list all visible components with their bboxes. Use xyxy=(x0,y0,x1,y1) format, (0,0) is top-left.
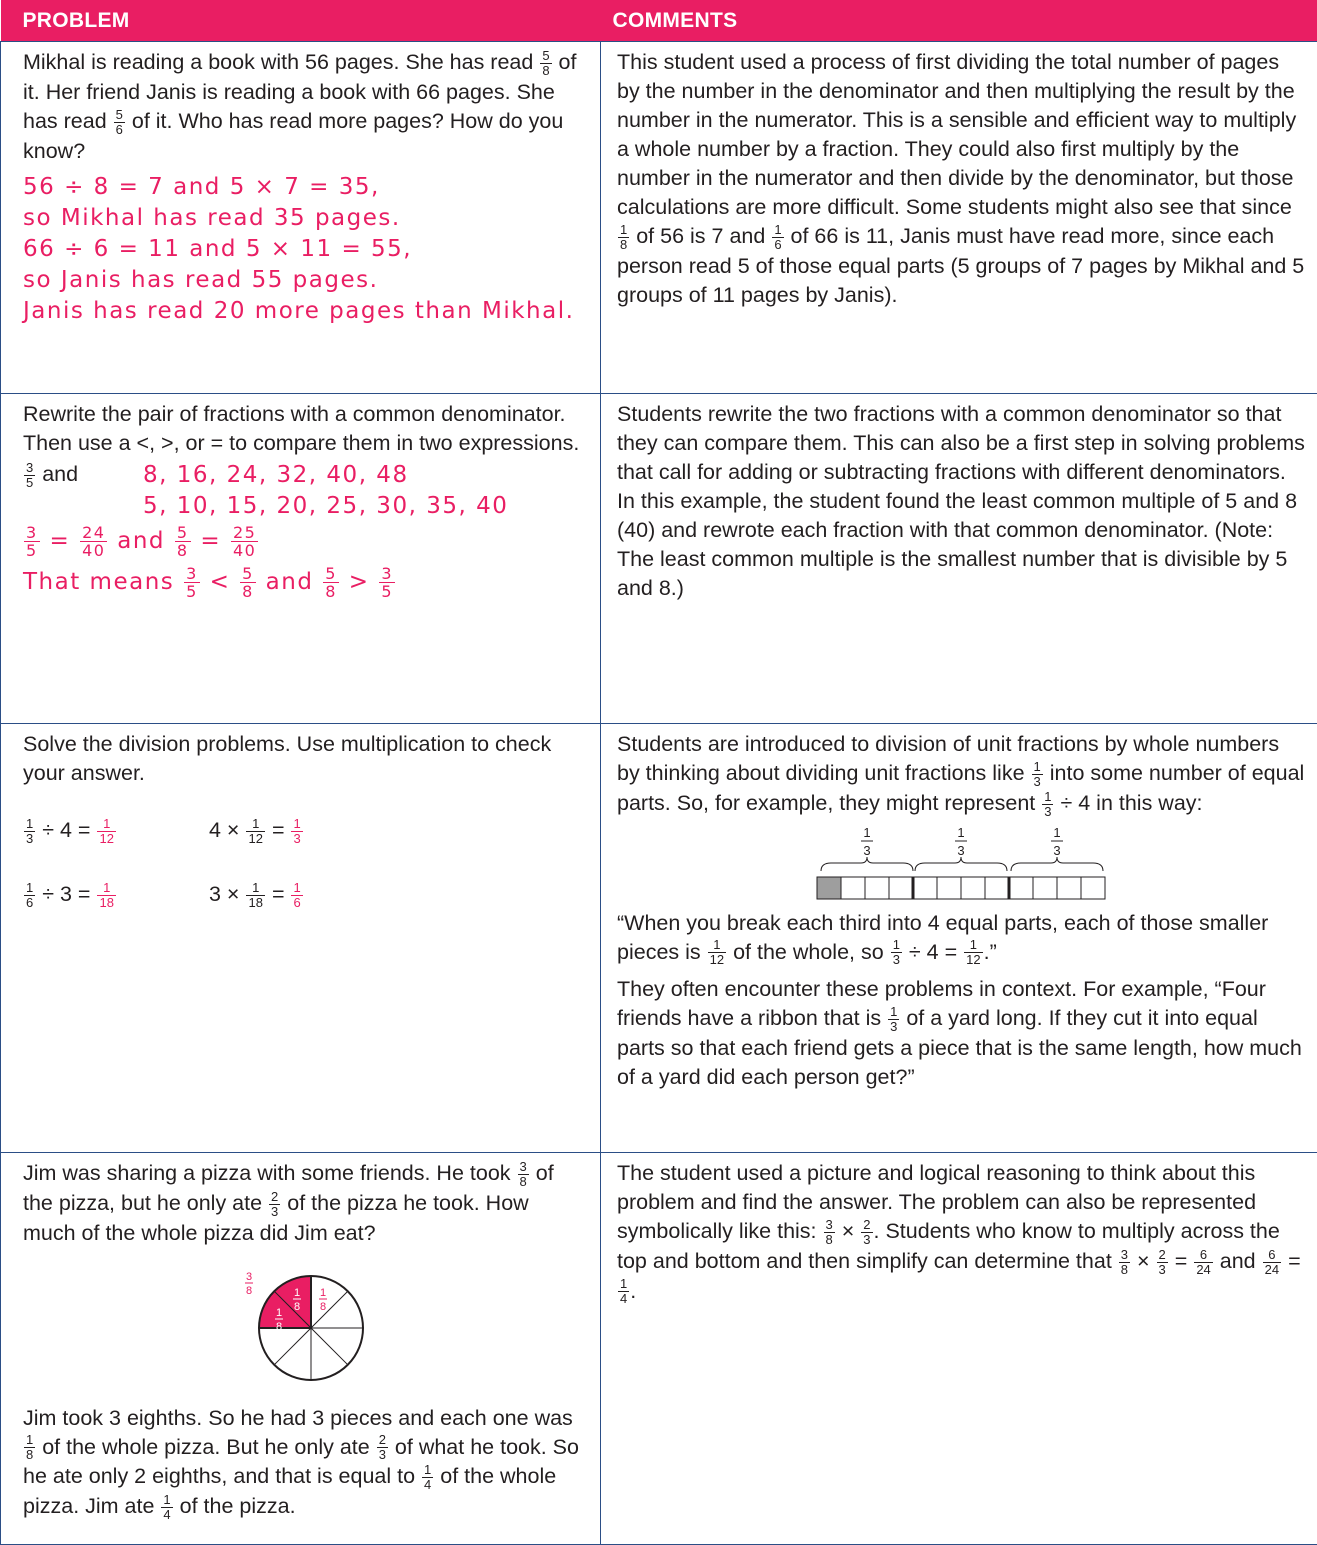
pizza-slice-taken xyxy=(311,1276,348,1328)
slice-label: 8 xyxy=(276,1321,282,1333)
bar-cell xyxy=(961,877,985,899)
student-work: 56 ÷ 8 = 7 and 5 × 7 = 35, so Mikhal has… xyxy=(23,172,586,327)
problem-text: Jim was sharing a pizza with some friend… xyxy=(23,1159,586,1248)
brace-2 xyxy=(915,857,1007,871)
third-label: 3 xyxy=(863,843,870,858)
bar-cell xyxy=(937,877,961,899)
table-row: Mikhal is reading a book with 56 pages. … xyxy=(1,42,1317,394)
bar-cell xyxy=(1057,877,1081,899)
problem-text: Rewrite the pair of fractions with a com… xyxy=(23,400,586,458)
problem-text: Solve the division problems. Use multipl… xyxy=(23,730,586,788)
problem-cell-2: Rewrite the pair of fractions with a com… xyxy=(1,394,601,724)
brace-3 xyxy=(1011,857,1103,871)
problem-cell-1: Mikhal is reading a book with 56 pages. … xyxy=(1,42,601,394)
comment-cell-1: This student used a process of first div… xyxy=(601,42,1317,394)
bar-cell xyxy=(841,877,865,899)
slice-label: 1 xyxy=(320,1287,326,1299)
student-answer: Jim took 3 eighths. So he had 3 pieces a… xyxy=(23,1404,586,1522)
slice-label: 1 xyxy=(294,1287,300,1299)
third-label: 1 xyxy=(957,825,964,840)
header-problem: PROBLEM xyxy=(1,0,601,42)
shaded-twelfth xyxy=(817,877,841,899)
slice-label: 8 xyxy=(320,1301,326,1313)
comment-cell-4: The student used a picture and logical r… xyxy=(601,1153,1317,1545)
problem-cell-4: Jim was sharing a pizza with some friend… xyxy=(1,1153,601,1545)
header-comments: COMMENTS xyxy=(601,0,1317,42)
table-row: Rewrite the pair of fractions with a com… xyxy=(1,394,1317,724)
taken-label: 8 xyxy=(246,1285,252,1297)
problem-text: Mikhal is reading a book with 56 pages. … xyxy=(23,48,586,166)
bar-cell xyxy=(865,877,889,899)
taken-label: 3 xyxy=(246,1271,252,1283)
comment-cell-3: Students are introduced to division of u… xyxy=(601,724,1317,1153)
student-multiples: 8, 16, 24, 32, 40, 48 5, 10, 15, 20, 25,… xyxy=(143,460,508,522)
slice-label: 1 xyxy=(276,1307,282,1319)
brace-1 xyxy=(821,857,913,871)
comment-cell-2: Students rewrite the two fractions with … xyxy=(601,394,1317,724)
table-row: Jim was sharing a pizza with some friend… xyxy=(1,1153,1317,1545)
bar-cell xyxy=(1033,877,1057,899)
table-row: Solve the division problems. Use multipl… xyxy=(1,724,1317,1153)
slice-label: 8 xyxy=(294,1301,300,1313)
third-label: 1 xyxy=(1053,825,1060,840)
bar-cell xyxy=(1081,877,1105,899)
bar-cell xyxy=(985,877,1009,899)
third-label: 3 xyxy=(957,843,964,858)
bar-cell xyxy=(889,877,913,899)
pizza-diagram: 1 8 1 8 1 8 3 8 xyxy=(23,1252,583,1398)
fraction-bar-model: 1 3 1 3 1 3 xyxy=(617,819,1317,903)
third-label: 1 xyxy=(863,825,870,840)
bar-cell xyxy=(1009,877,1033,899)
problem-cell-3: Solve the division problems. Use multipl… xyxy=(1,724,601,1153)
third-label: 3 xyxy=(1053,843,1060,858)
bar-cell xyxy=(913,877,937,899)
